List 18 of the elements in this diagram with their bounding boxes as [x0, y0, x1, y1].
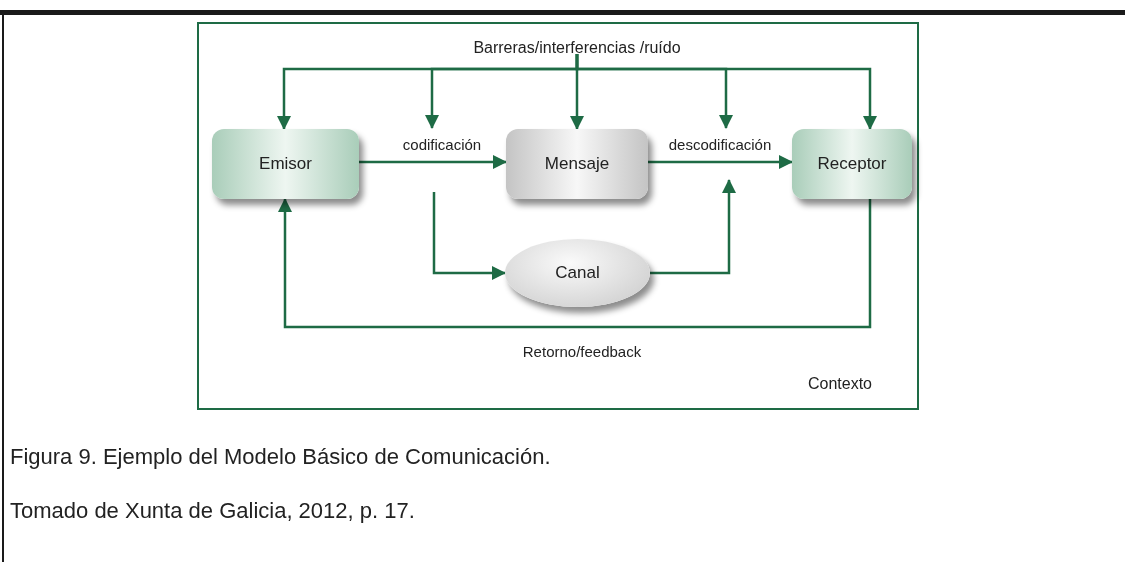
process-box: Receptor — [792, 129, 912, 199]
edge-label: descodificación — [668, 134, 772, 155]
figure-caption: Figura 9. Ejemplo del Modelo Básico de Comunicación. — [10, 443, 551, 471]
arrow — [575, 54, 877, 130]
arrow — [359, 155, 507, 169]
source-note: Tomado de Xunta de Galicia, 2012, p. 17. — [10, 497, 415, 525]
arrow — [650, 179, 736, 275]
process-box: Emisor — [212, 129, 359, 199]
channel-ellipse: Canal — [505, 239, 650, 307]
arrow — [278, 198, 872, 329]
context-label: Contexto — [807, 374, 872, 394]
edge-label: Retorno/feedback — [522, 341, 642, 362]
context-frame — [197, 22, 919, 410]
process-box: Mensaje — [506, 129, 648, 199]
arrow — [648, 155, 793, 169]
edge-label: codificación — [402, 134, 482, 155]
heading-text: Barreras/interferencias /ruído — [462, 37, 692, 59]
arrow — [432, 192, 506, 280]
